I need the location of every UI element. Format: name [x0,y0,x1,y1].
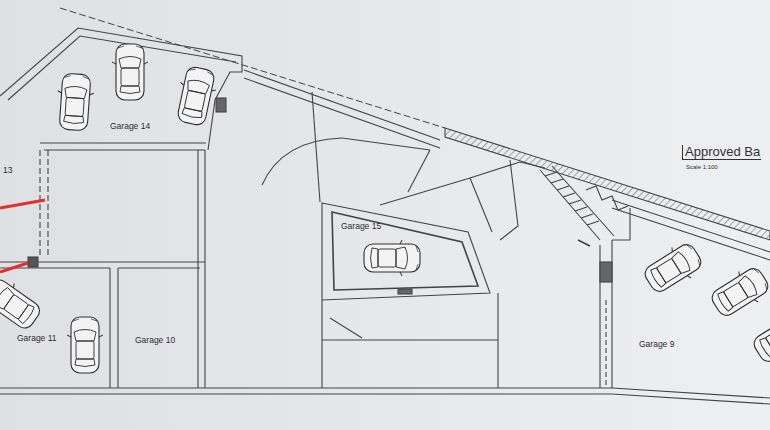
walls-part [342,138,430,150]
walls-part [118,267,200,268]
car-symbols-part [707,262,770,322]
walls-part [330,318,362,338]
garage-label: Garage 15 [340,222,382,231]
walls-part [445,128,770,240]
walls-part [0,28,242,150]
walls-part [0,394,770,404]
walls-part [605,300,606,386]
walls-part [322,339,498,340]
garage-number: 13 [2,166,13,175]
garage-label: Garage 9 [638,340,675,349]
walls-part [110,268,118,388]
walls-part [312,92,320,202]
walls-part [578,240,590,246]
walls-part [520,162,545,168]
walls-part [380,162,520,205]
walls-part [545,172,599,225]
walls-part [612,208,630,240]
red-markings-part [0,200,45,208]
walls-part [500,160,518,240]
walls-part [47,150,48,258]
garage-label: Garage 14 [109,122,151,131]
car-symbols-part [640,238,707,298]
walls-part [398,289,412,294]
car-symbols-part [0,273,45,335]
car-symbols-part [364,240,420,276]
garage-bay: Garage 14 [45,60,210,142]
walls-part [322,203,490,300]
walls-part [262,138,342,185]
car-symbols [0,44,770,373]
car-symbols-part [112,44,148,100]
walls-part [198,150,205,388]
walls-part [322,293,498,388]
red-markings [0,200,45,272]
walls-part [216,98,226,112]
garage-bay: Garage 15 [334,214,464,286]
red-markings-part [0,263,28,272]
walls-part [540,166,614,240]
walls-part [44,149,205,150]
walls [0,8,770,404]
garage-bay: Garage 10 [120,270,196,386]
drawing-title: Approved Ba [682,145,761,160]
walls-part [612,200,770,252]
walls-part [600,240,612,388]
walls-part [244,70,440,140]
garage-bay: Garage 9 [614,230,764,380]
garage-label: Garage 10 [134,336,176,345]
car-symbols-part [749,308,770,368]
walls-part [60,8,445,128]
scale-note: Scale 1:100 [685,164,719,171]
walls-part [408,150,430,192]
car-symbols-part [173,65,220,127]
walls-part [39,150,40,258]
car-symbols-part [55,73,95,131]
walls-part [244,78,440,148]
garage-label: Garage 11 [16,334,58,343]
walls-part [28,257,38,267]
garage-bay: Garage 11 [4,270,108,386]
walls-part [600,262,612,282]
car-symbols-part [67,317,103,373]
walls-part [470,178,492,232]
walls-part [332,212,478,290]
walls-part [40,142,206,143]
walls-part [586,186,628,210]
